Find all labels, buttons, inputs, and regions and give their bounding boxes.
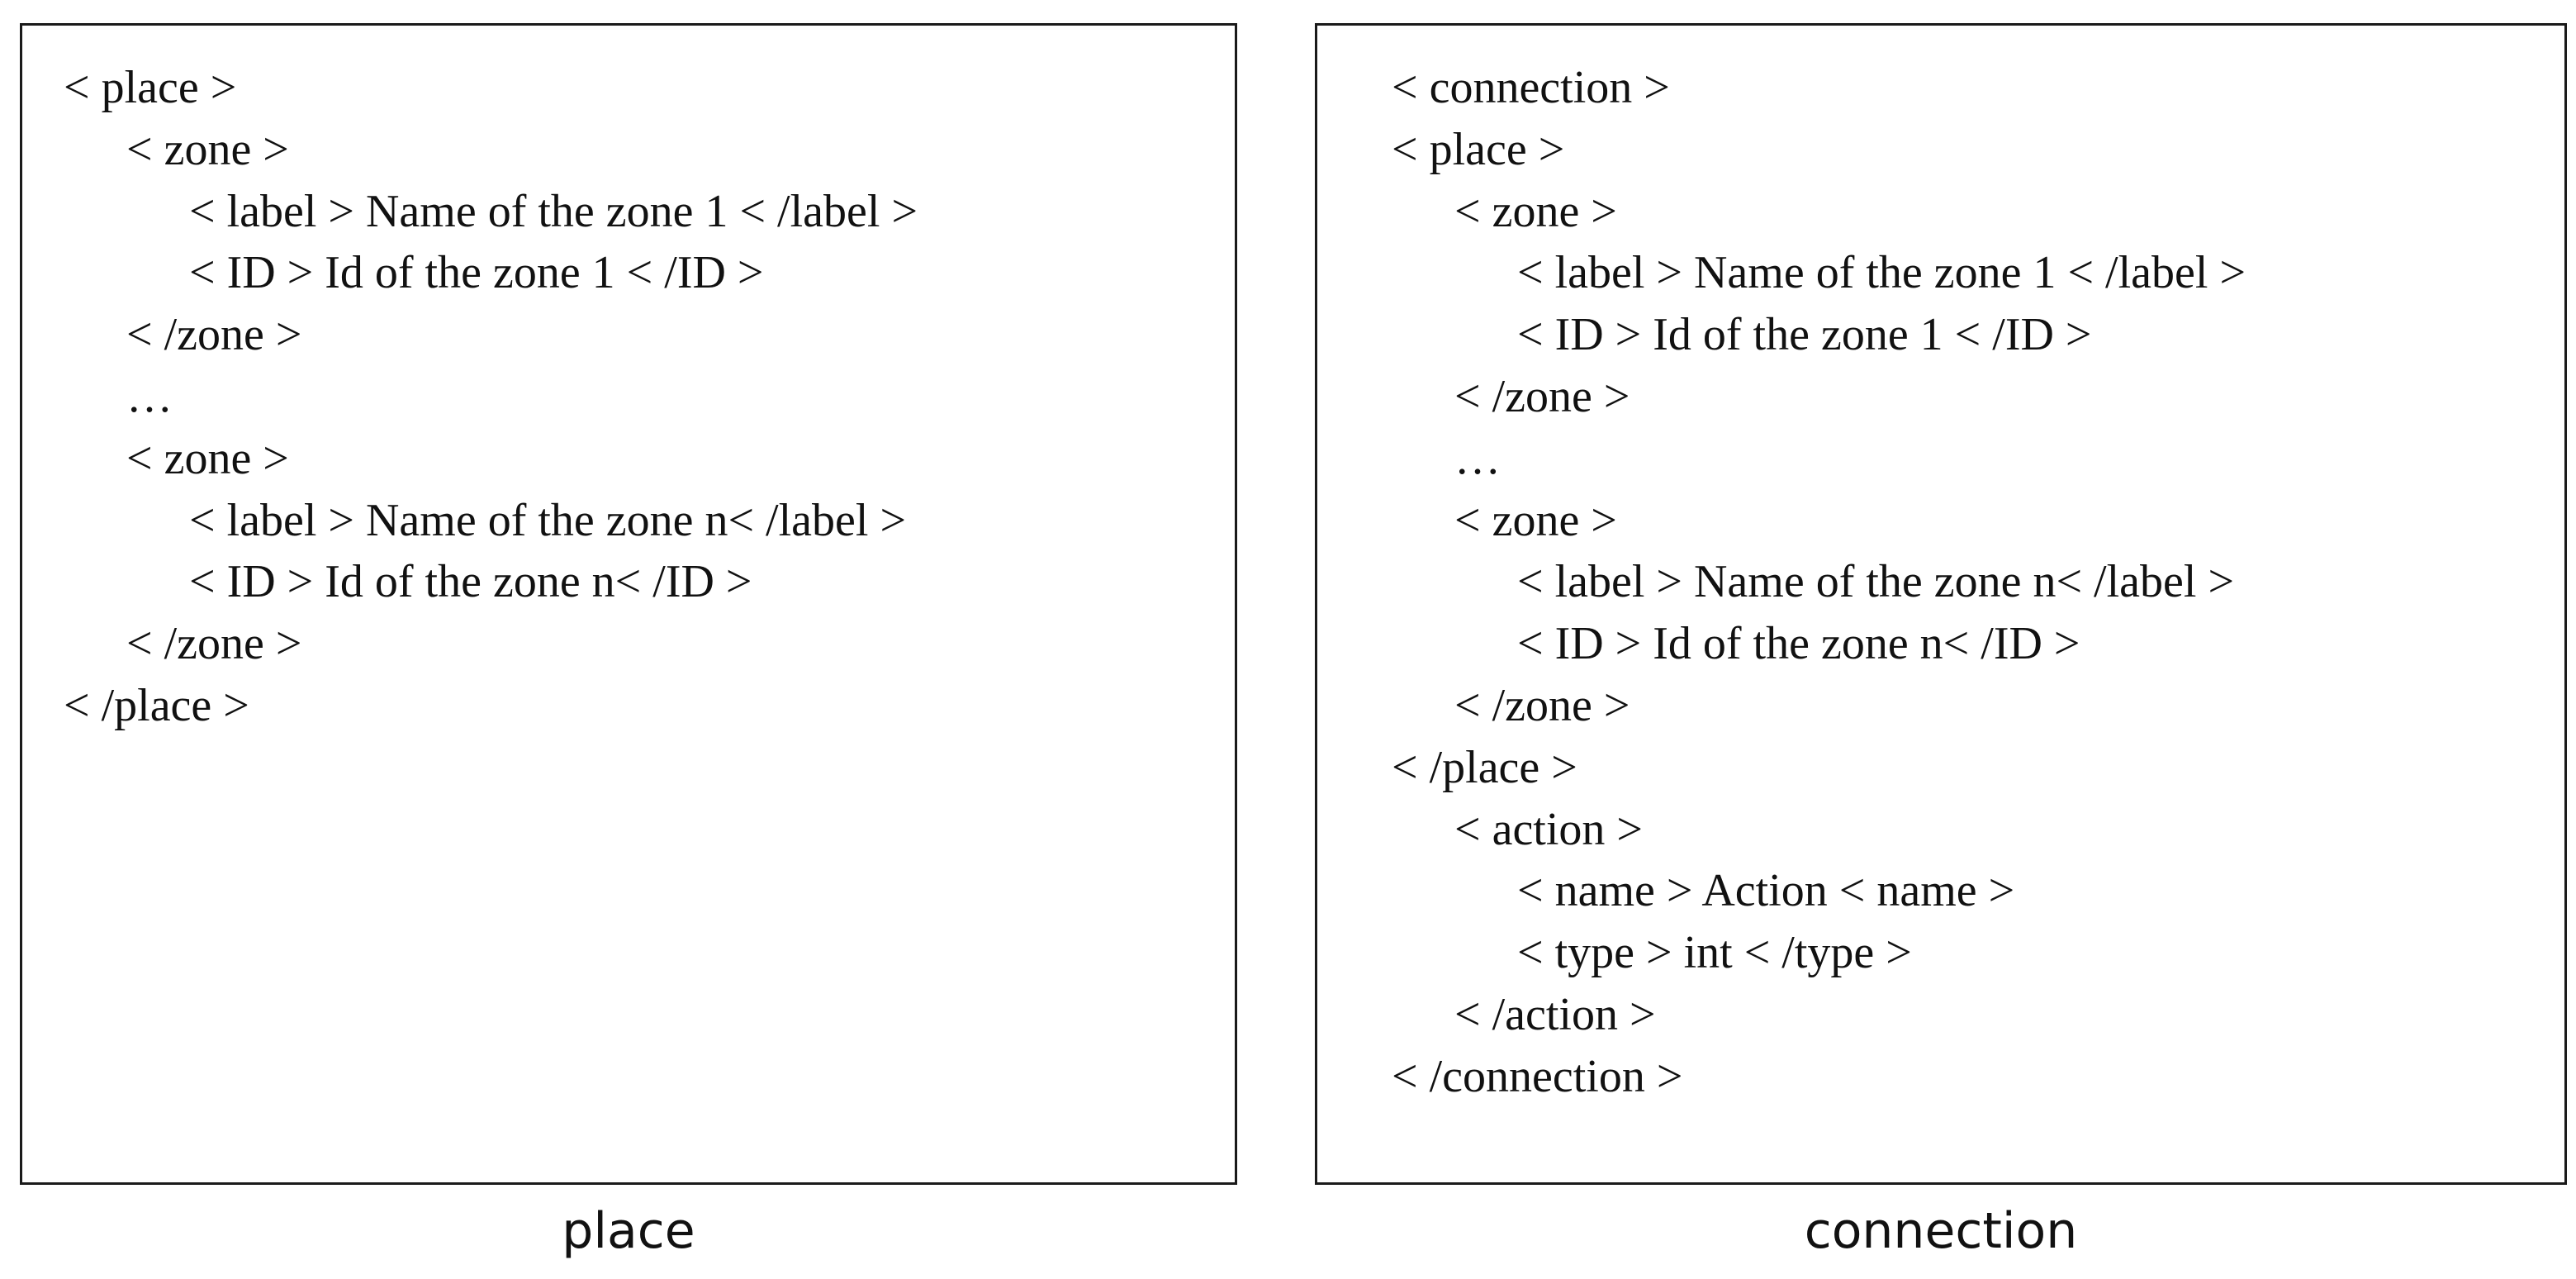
code-line: < /place >: [1392, 741, 1577, 793]
place-caption: place: [562, 1202, 695, 1260]
code-line: < /zone >: [1454, 371, 1630, 422]
code-line: < name > Action < name >: [1517, 865, 2015, 917]
code-line: < ID > Id of the zone 1 < /ID >: [1517, 309, 2092, 361]
code-line: < label > Name of the zone n< /label >: [1517, 556, 2235, 608]
code-line: …: [126, 371, 173, 422]
code-line: < /place >: [64, 680, 249, 731]
code-line: < /connection >: [1392, 1050, 1683, 1102]
code-line: < /action >: [1454, 989, 1656, 1040]
code-line: < connection >: [1392, 62, 1670, 113]
connection-code-panel: < connection > < place > < zone > < label >…: [1315, 23, 2567, 1185]
code-line: < zone >: [1454, 494, 1617, 546]
code-line: …: [1454, 432, 1501, 484]
code-line: < ID > Id of the zone n< /ID >: [1517, 618, 2080, 670]
code-line: < place >: [1392, 123, 1565, 175]
code-line: < action >: [1454, 803, 1643, 855]
code-line: < zone >: [126, 432, 289, 484]
code-line: < /zone >: [126, 618, 302, 670]
code-line: < label > Name of the zone 1 < /label >: [189, 185, 918, 237]
code-line: < type > int < /type >: [1517, 927, 1912, 979]
code-line: < label > Name of the zone n< /label >: [189, 494, 907, 546]
place-code-panel: < place > < zone > < label > Name of the z…: [20, 23, 1237, 1185]
code-line: < /zone >: [1454, 680, 1630, 731]
code-line: < place >: [64, 62, 237, 113]
connection-caption: connection: [1804, 1202, 2078, 1260]
code-line: < zone >: [126, 123, 289, 175]
code-line: < ID > Id of the zone n< /ID >: [189, 556, 752, 608]
code-line: < /zone >: [126, 309, 302, 361]
code-line: < ID > Id of the zone 1 < /ID >: [189, 247, 764, 299]
code-line: < zone >: [1454, 185, 1617, 237]
code-line: < label > Name of the zone 1 < /label >: [1517, 247, 2246, 299]
